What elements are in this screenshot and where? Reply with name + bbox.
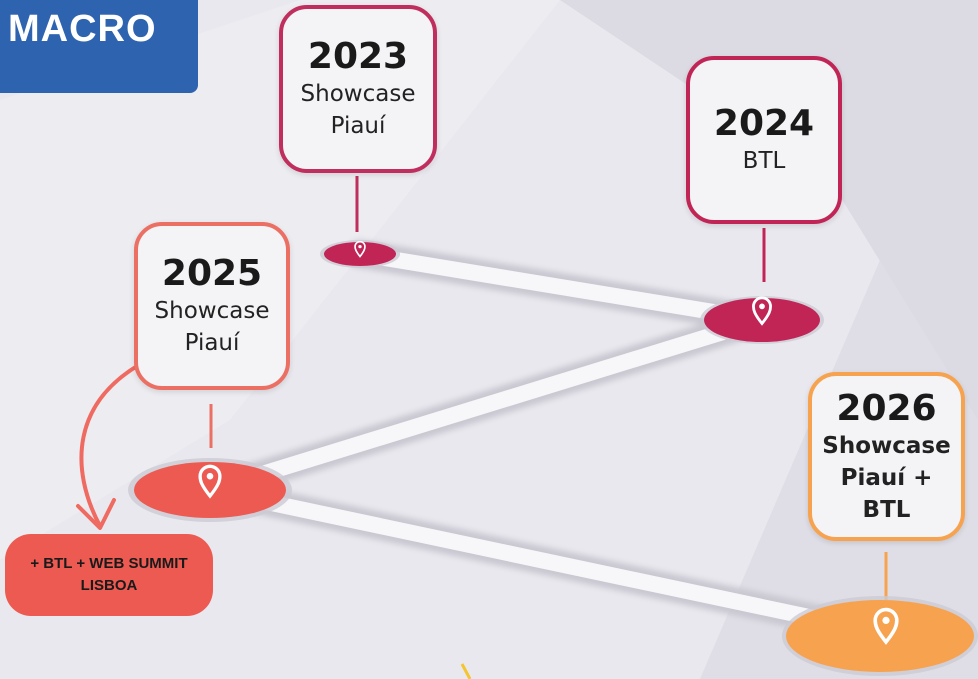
milestone-year: 2024 xyxy=(713,103,815,144)
milestone-label: Showcase Piauí xyxy=(300,81,416,139)
milestone-label: Showcase Piauí xyxy=(154,298,270,356)
milestone-year: 2023 xyxy=(307,36,409,77)
marker-2026 xyxy=(782,596,978,676)
milestone-card-2024: 2024 BTL xyxy=(686,56,842,224)
accent-mark xyxy=(460,663,472,679)
milestone-label: BTL xyxy=(742,148,786,174)
milestone-label: Showcase Piauí + BTL xyxy=(822,432,951,523)
map-pin-icon xyxy=(198,464,222,499)
section-tag-label: MACRO xyxy=(8,8,157,50)
curved-arrow-icon xyxy=(76,358,150,530)
note-text: + BTL + WEB SUMMIT LISBOA xyxy=(30,555,188,594)
map-pin-icon xyxy=(354,240,366,258)
marker-2023 xyxy=(320,240,400,268)
marker-2025 xyxy=(128,458,292,522)
milestone-card-2025: 2025 Showcase Piauí xyxy=(134,222,290,390)
bg-shade-right xyxy=(560,0,978,420)
map-pin-icon xyxy=(752,296,772,326)
milestone-card-2023: 2023 Showcase Piauí xyxy=(279,5,437,173)
milestone-year: 2025 xyxy=(161,253,263,294)
milestone-year: 2026 xyxy=(836,387,937,429)
milestone-card-2026: 2026 Showcase Piauí + BTL xyxy=(808,372,965,541)
marker-2024 xyxy=(700,296,824,344)
map-pin-icon xyxy=(873,607,899,645)
timeline-road xyxy=(196,240,894,646)
section-tag: MACRO xyxy=(0,0,198,93)
note-badge: + BTL + WEB SUMMIT LISBOA xyxy=(5,534,213,616)
